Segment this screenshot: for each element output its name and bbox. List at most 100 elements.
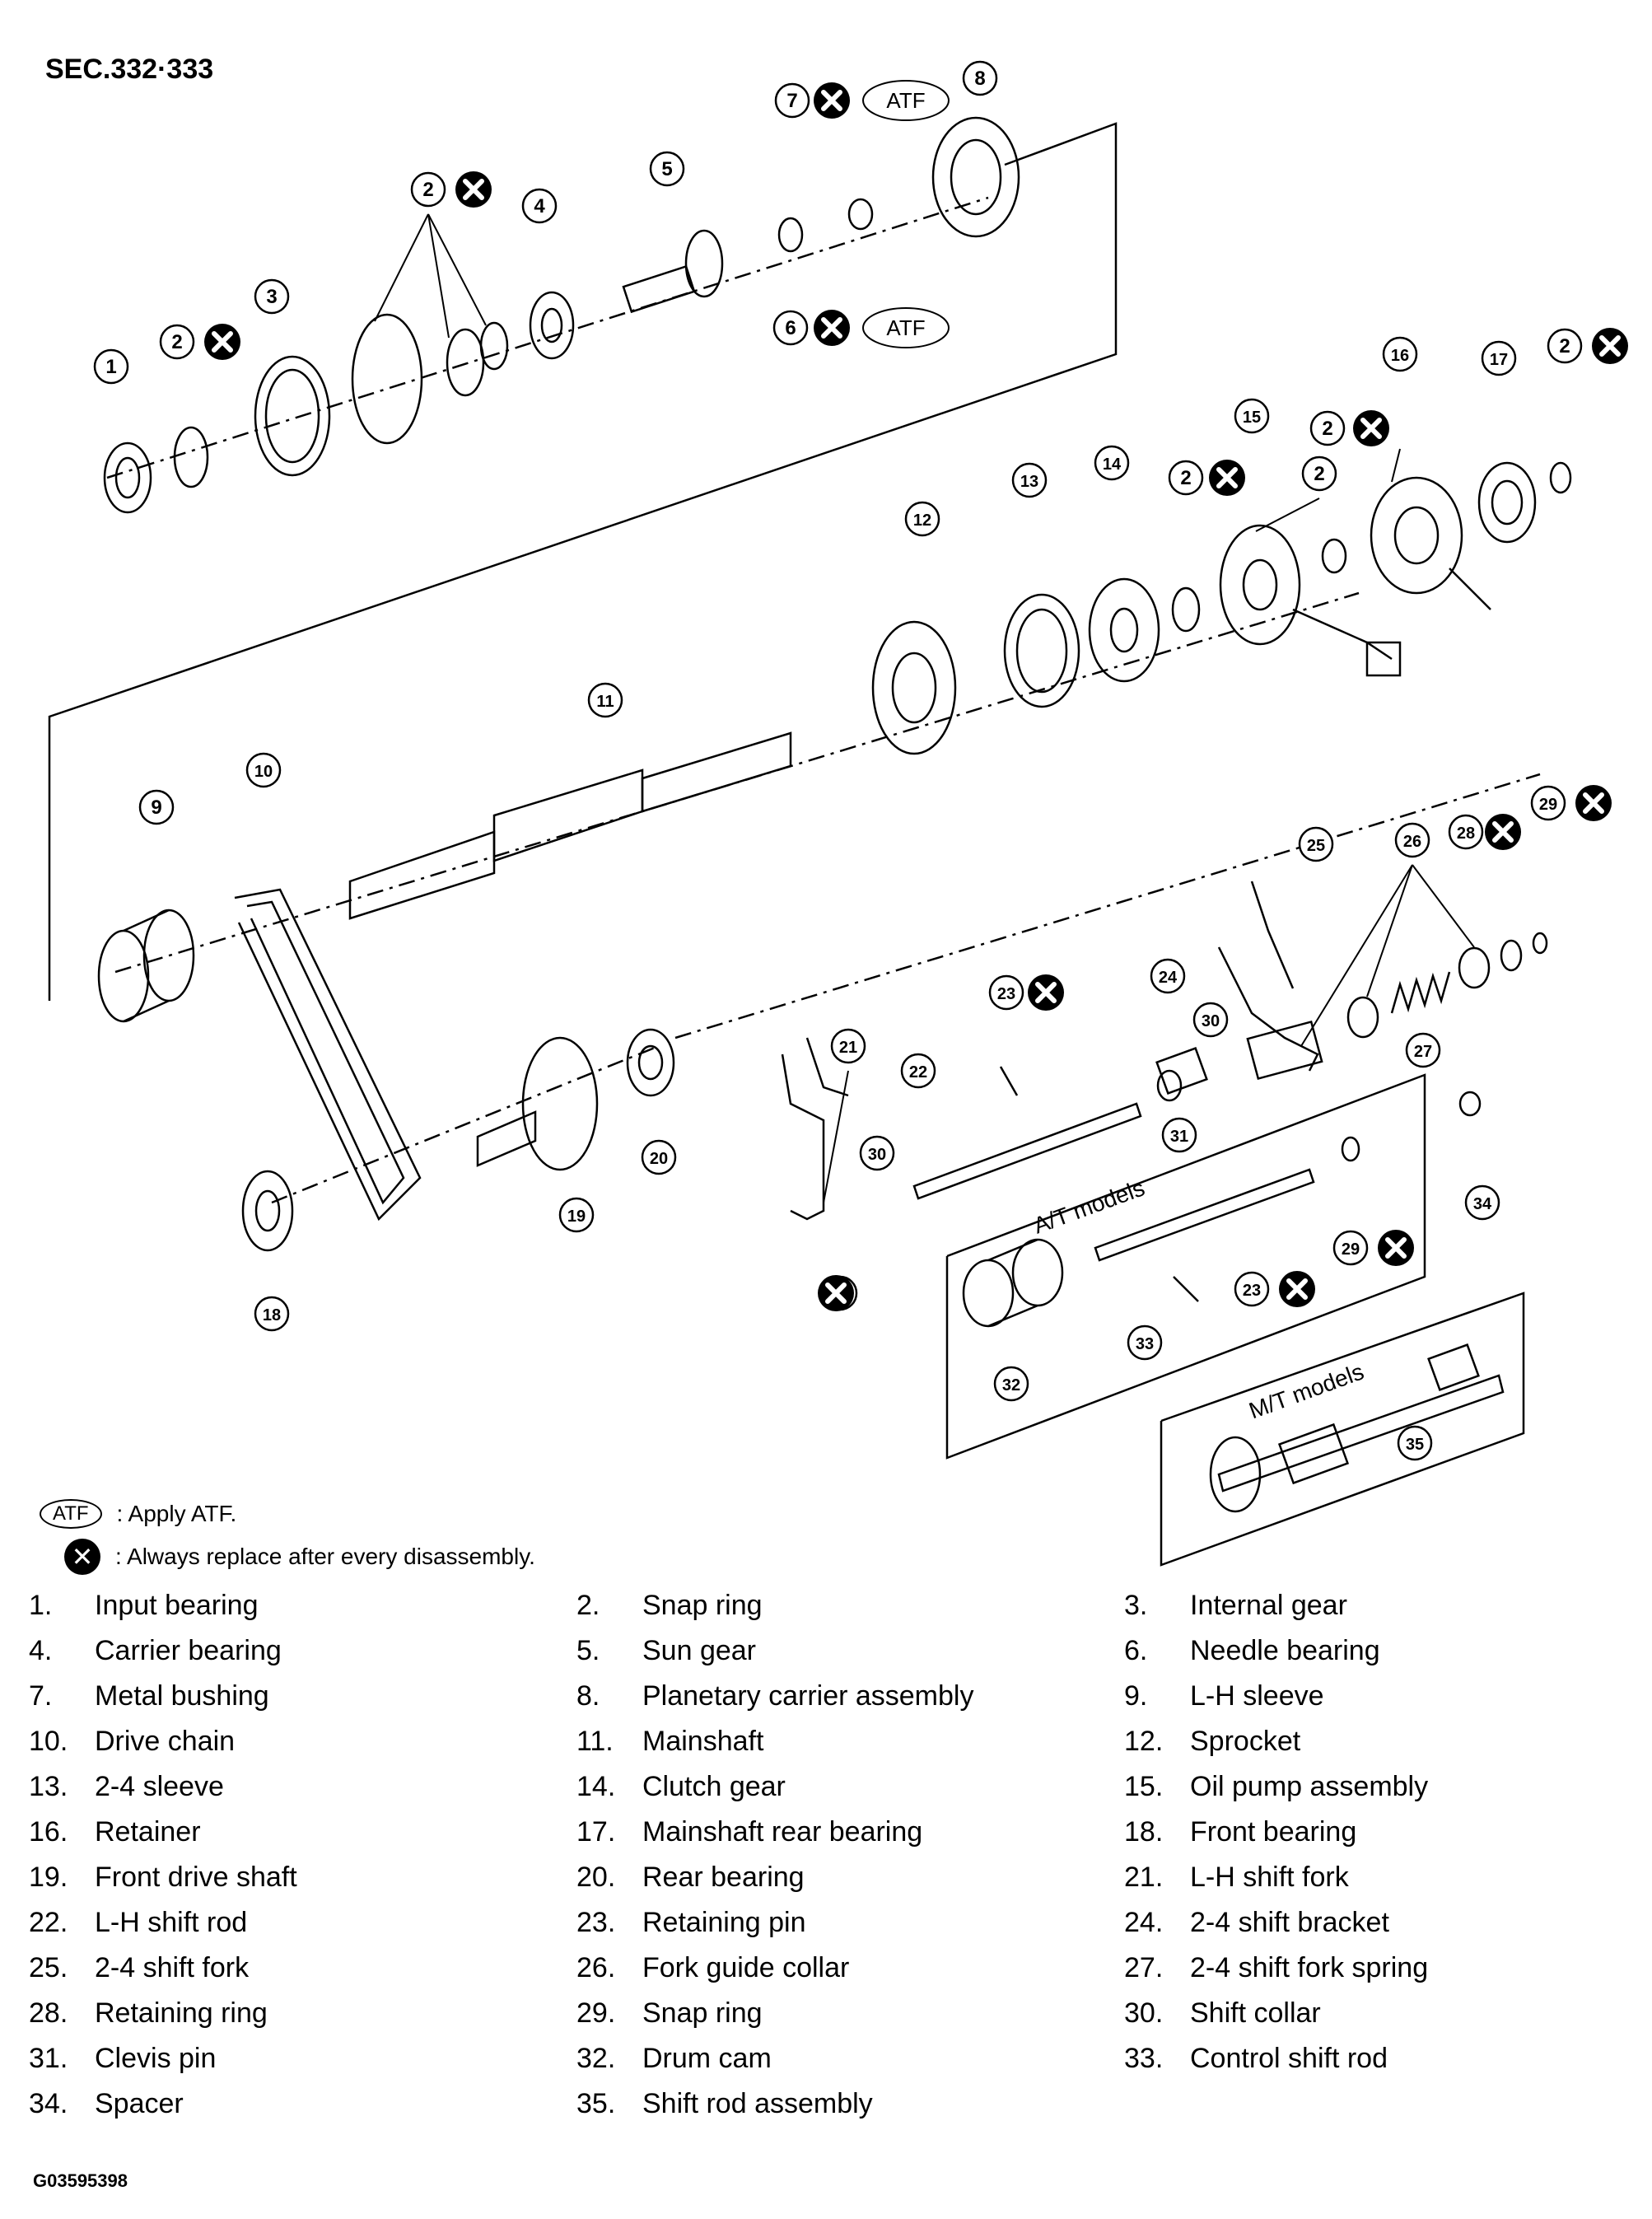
part-item: 2.Snap ring (576, 1590, 763, 1622)
callout-number: 27 (1414, 1043, 1432, 1061)
part-number: 4. (29, 1635, 53, 1666)
callout: 30 (1192, 1002, 1229, 1038)
callout-circle (904, 501, 940, 537)
part-name: L-H shift fork (1190, 1862, 1349, 1893)
section-title: SEC.332·333 (45, 54, 214, 85)
callout-number: 11 (596, 693, 614, 711)
callout: 2 (159, 324, 195, 360)
part-number: 16. (29, 1816, 68, 1848)
internal-gear-drawing (254, 355, 331, 477)
part-name: Snap ring (642, 1997, 763, 2029)
part-item: 35.Shift rod assembly (576, 2088, 873, 2120)
control-shift-rod-drawing (1094, 1168, 1315, 1262)
part-number: 5. (576, 1635, 600, 1666)
callout: 6 (772, 310, 809, 346)
callout-number: 14 (1103, 455, 1122, 474)
part-name: Retaining pin (642, 1907, 806, 1938)
part-item: 11.Mainshaft (576, 1726, 763, 1758)
callout-circle (962, 60, 998, 96)
metal-bushing-drawing (847, 198, 874, 231)
part-number: 8. (576, 1680, 600, 1712)
callout-number: 23 (997, 985, 1015, 1003)
shift-bracket-drawing (1155, 1047, 1208, 1102)
replace-icon (1592, 328, 1628, 364)
callout-number: 31 (1170, 1128, 1188, 1146)
replace-icon (1209, 460, 1245, 496)
retaining-ring-drawing (1500, 939, 1523, 972)
callout-circle (859, 1135, 895, 1171)
planetary-carrier-drawing (931, 116, 1020, 238)
callout: 7 (774, 82, 810, 119)
callout-number: 8 (974, 68, 985, 90)
callout: 2 (1168, 460, 1204, 496)
callout-number: 30 (1202, 1012, 1220, 1030)
part-item: 18.Front bearing (1124, 1816, 1356, 1848)
callout: 32 (993, 1366, 1029, 1402)
part-number: 33. (1124, 2043, 1164, 2074)
snap-ring-pump-drawing (1321, 538, 1347, 574)
part-number: 14. (576, 1771, 616, 1802)
mainshaft-rear-bearing-drawing (1477, 461, 1537, 544)
part-name: Drum cam (642, 2043, 772, 2074)
callout-number: 25 (1307, 837, 1325, 855)
part-name: Snap ring (642, 1590, 763, 1621)
part-item: 34.Spacer (29, 2088, 184, 2120)
centerline-upper (106, 196, 989, 479)
callout: 11 (587, 682, 623, 718)
callout-number: 35 (1406, 1436, 1424, 1454)
callout: 9 (138, 789, 175, 825)
callout-circle (93, 348, 129, 385)
part-item: 22.L-H shift rod (29, 1907, 247, 1939)
mainshaft-drawing (348, 731, 792, 920)
snap-ring-small-drawing (479, 321, 509, 371)
callout-circle (641, 1139, 677, 1175)
callout-number: 21 (839, 1039, 857, 1057)
callout: 22 (900, 1053, 936, 1089)
part-item: 10. Drive chain (29, 1726, 235, 1758)
atf-callout-bottom: ATF (862, 307, 950, 348)
part-name: 2-4 shift bracket (1190, 1907, 1389, 1938)
callout-circle (1192, 1002, 1229, 1038)
snap-ring-mid-drawing (446, 328, 485, 397)
callout: 30 (859, 1135, 895, 1171)
part-item: 32. Drum cam (576, 2043, 772, 2075)
part-name: Retaining ring (95, 1997, 268, 2029)
callout-number: 22 (909, 1063, 927, 1081)
part-item: 30.Shift collar (1124, 1997, 1321, 2030)
part-number: 32. (576, 2043, 616, 2074)
drum-cam-drawing (962, 1238, 1064, 1328)
callout-circle (254, 278, 290, 315)
part-item: 16.Retainer (29, 1816, 201, 1848)
callout-number: 2 (1559, 335, 1570, 357)
sun-gear-drawing (622, 229, 724, 314)
callout-circle (830, 1028, 866, 1064)
legend-replace-text: : Always replace after every disassembly… (115, 1544, 535, 1569)
part-item: 15.Oil pump assembly (1124, 1771, 1428, 1803)
part-number: 26. (576, 1952, 616, 1983)
callout: 29 (1530, 785, 1566, 821)
part-number: 6. (1124, 1635, 1148, 1666)
part-name: Control shift rod (1190, 2043, 1388, 2074)
replace-icon (814, 310, 850, 346)
callout: 2 (1301, 455, 1337, 492)
part-number: 10. (29, 1726, 68, 1757)
part-name: L-H shift rod (95, 1907, 248, 1938)
callout-circle (1547, 328, 1583, 364)
callout: 8 (962, 60, 998, 96)
part-number: 34. (29, 2088, 68, 2119)
callout-number: 1 (105, 356, 116, 378)
part-item: 13.2-4 sleeve (29, 1771, 224, 1803)
callout-number: 19 (567, 1208, 586, 1226)
callout-circle (1530, 785, 1566, 821)
shift-fork-spring-drawing (1390, 971, 1451, 1014)
retaining-pin-bottom-drawing (1173, 1276, 1199, 1302)
at-models-label: A/T models (1030, 1175, 1148, 1238)
part-number: 23. (576, 1907, 616, 1938)
callout-number: 9 (151, 797, 161, 819)
callout-number: 30 (868, 1146, 886, 1164)
callout-circle (254, 1296, 290, 1332)
part-name: Drive chain (95, 1726, 236, 1757)
callout-circle (772, 310, 809, 346)
atf-label-top: ATF (886, 88, 925, 113)
